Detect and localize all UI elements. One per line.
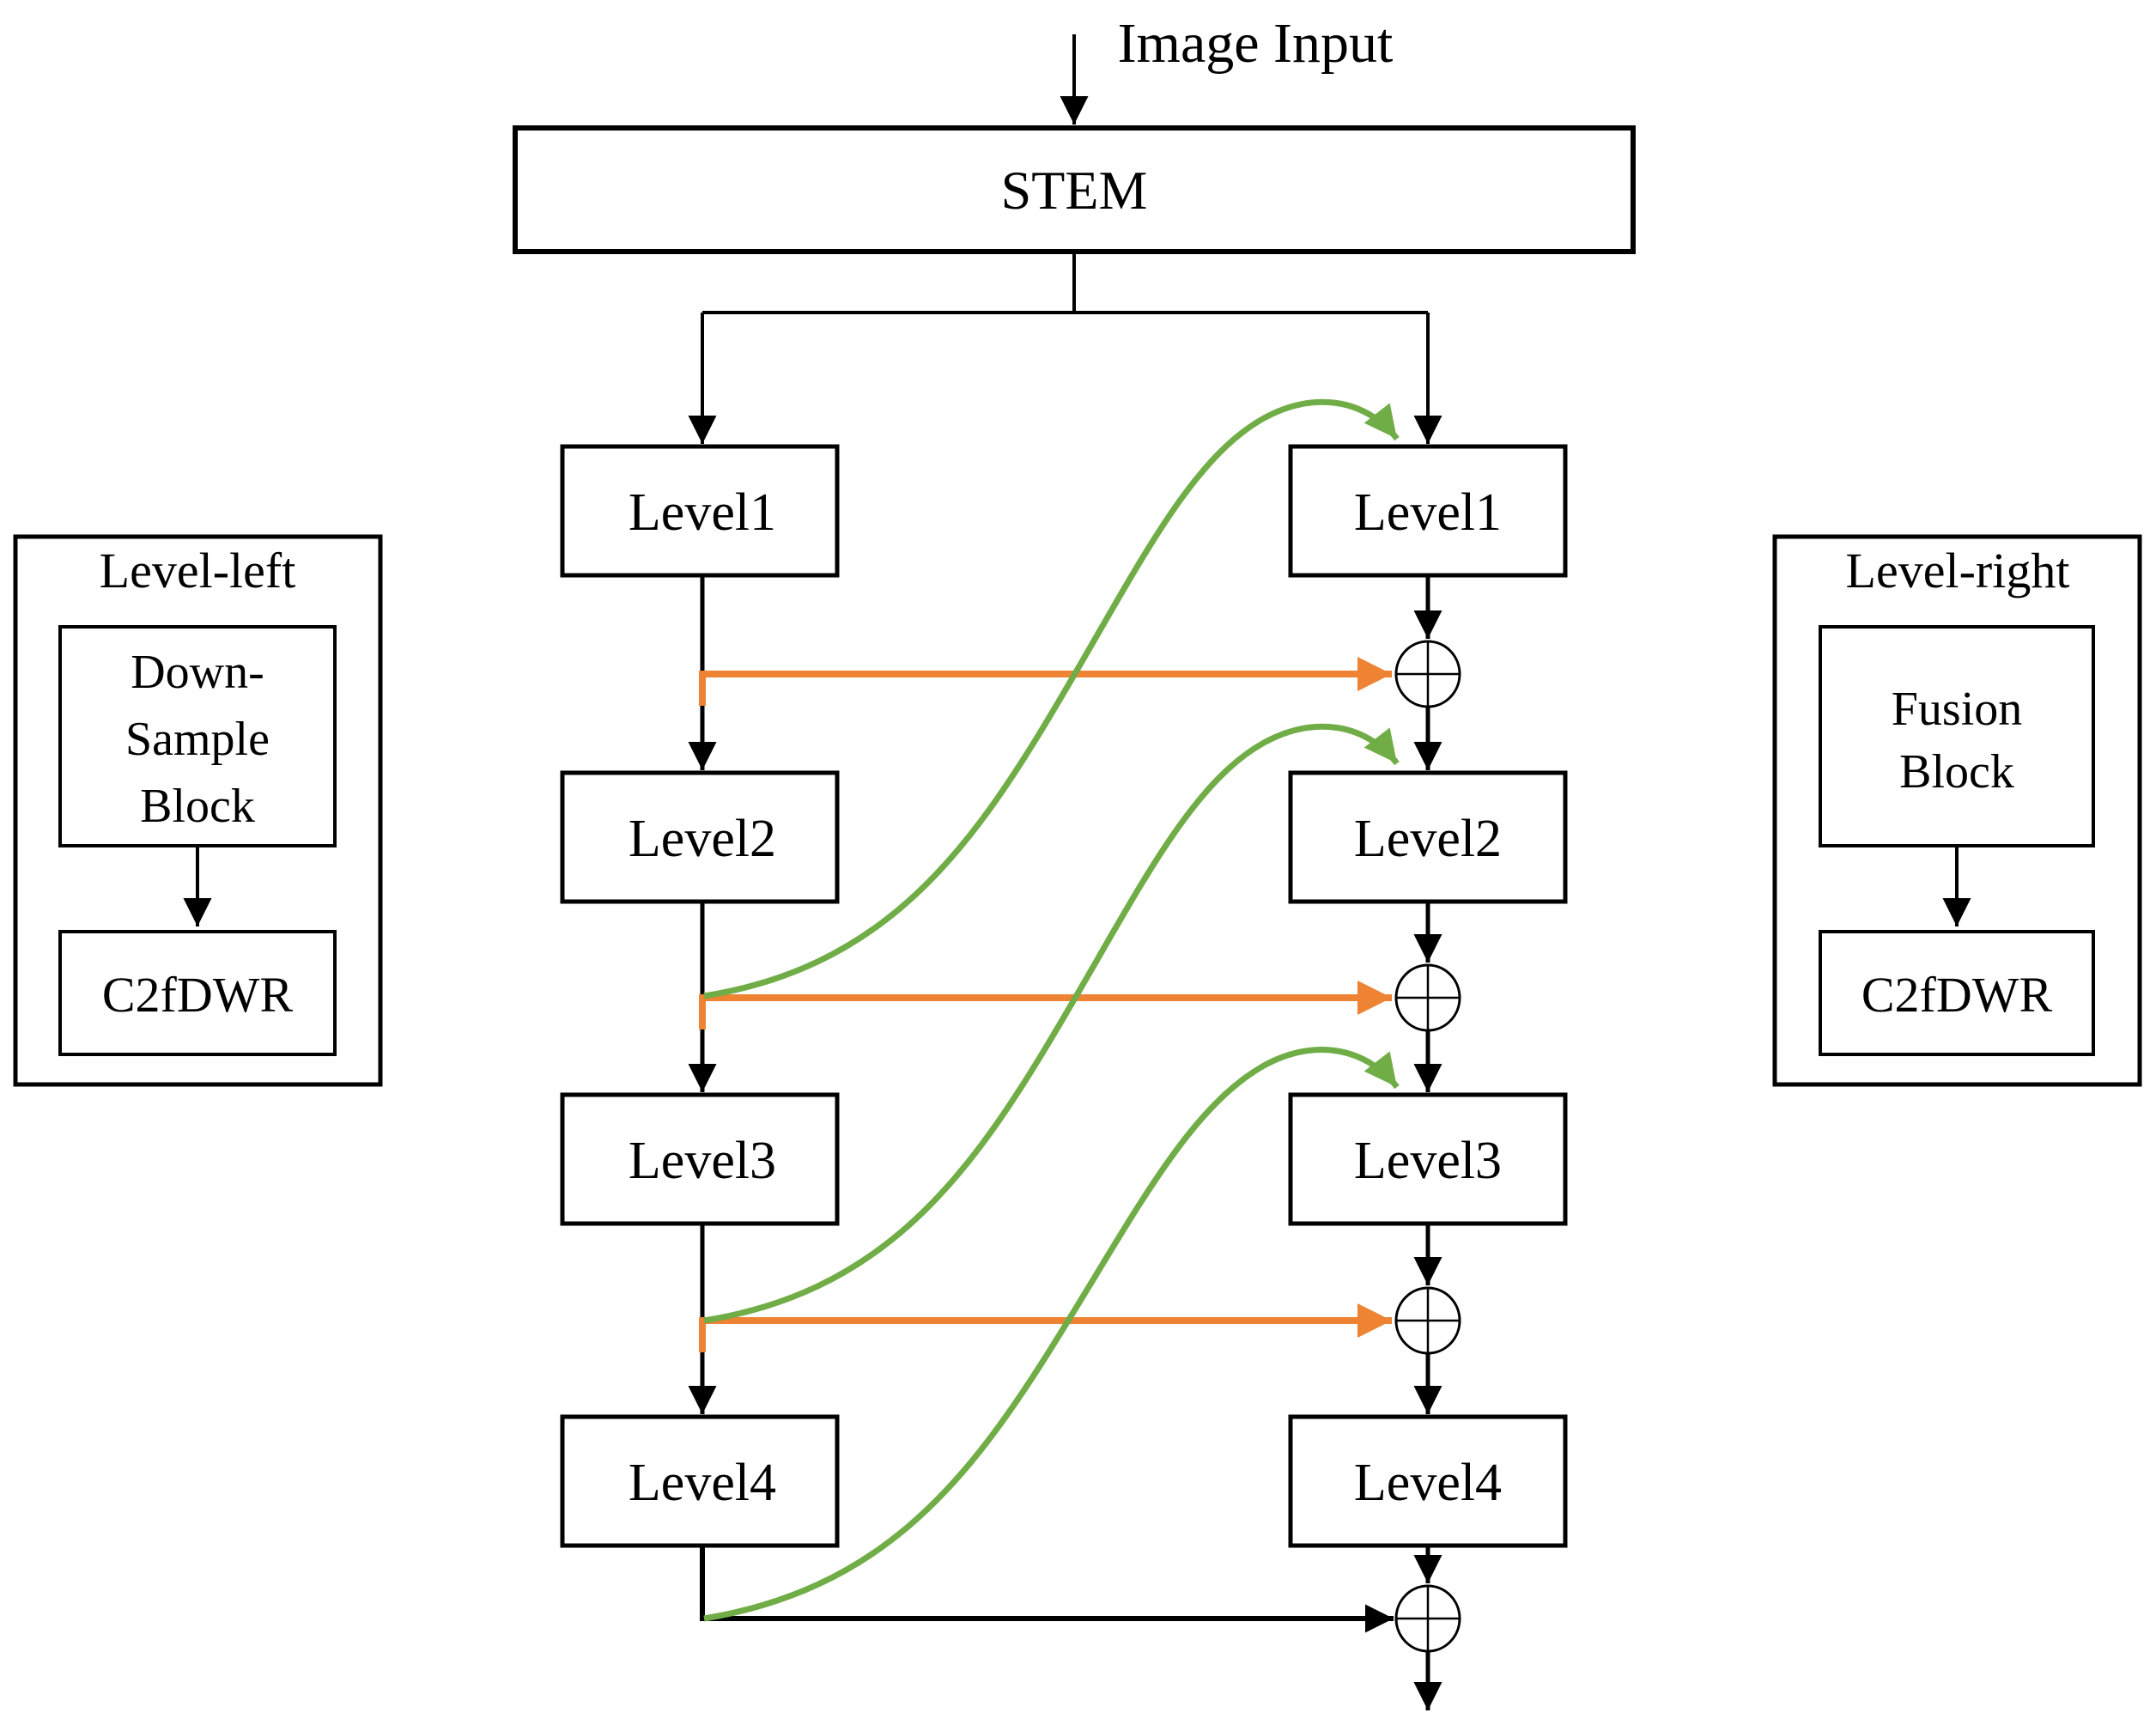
green-cross-arrow-3 <box>703 1047 1400 1622</box>
right-level3-label: Level3 <box>1354 1132 1502 1190</box>
legend-left-downsample-line3: Block <box>140 780 255 833</box>
right-level1-box <box>1288 444 1568 578</box>
left-level4-label: Level4 <box>629 1454 776 1512</box>
image-input-label: Image Input <box>1118 12 1394 75</box>
sum-cross-1 <box>1396 641 1460 707</box>
green-cross-arrow-1 <box>703 398 1400 999</box>
legend-right-c2fdwr-label: C2fDWR <box>1861 967 2053 1023</box>
sum-cross-3 <box>1396 1288 1460 1353</box>
stem-label: STEM <box>1001 160 1148 221</box>
legend-left-downsample-box <box>58 625 337 847</box>
orange-skip-arrow-3 <box>699 1303 1392 1352</box>
legend-right-fusion-line1: Fusion <box>1892 683 2023 736</box>
orange-skip-arrow-2 <box>699 981 1392 1030</box>
legend-right-c2fdwr-box <box>1819 930 2095 1056</box>
legend-left-c2fdwr-box <box>58 930 337 1056</box>
legend-left-downsample-line1: Down- <box>131 646 264 699</box>
stem-box <box>513 125 1636 254</box>
legend-left-title: Level-left <box>100 543 296 598</box>
sum-node-3 <box>1394 1286 1461 1355</box>
sum-cross-2 <box>1396 965 1460 1030</box>
right-level4-label: Level4 <box>1354 1454 1502 1512</box>
left-level1-label: Level1 <box>629 483 776 542</box>
right-level3-box <box>1288 1092 1568 1226</box>
sum-cross-4 <box>1396 1586 1460 1651</box>
sum-node-4 <box>1394 1584 1461 1653</box>
left-level2-label: Level2 <box>629 810 776 868</box>
orange-skip-arrow-1 <box>699 657 1392 706</box>
legend-right-fusion-box <box>1819 625 2095 847</box>
left-level3-box <box>560 1092 840 1226</box>
left-level3-label: Level3 <box>629 1132 776 1190</box>
edge-left-level4-to-sum4 <box>700 1546 1394 1633</box>
sum-node-2 <box>1394 963 1461 1032</box>
right-level1-label: Level1 <box>1354 483 1502 542</box>
legend-left-downsample-line2: Sample <box>125 713 270 766</box>
legend-right-title: Level-right <box>1846 543 2070 598</box>
left-level2-box <box>560 770 840 904</box>
legend-left-c2fdwr-label: C2fDWR <box>102 967 294 1023</box>
sum-node-1 <box>1394 640 1461 708</box>
right-level2-label: Level2 <box>1354 810 1502 868</box>
left-level1-box <box>560 444 840 578</box>
legend-right-fusion-line2: Block <box>1899 745 2014 799</box>
green-cross-arrow-2 <box>703 723 1400 1324</box>
